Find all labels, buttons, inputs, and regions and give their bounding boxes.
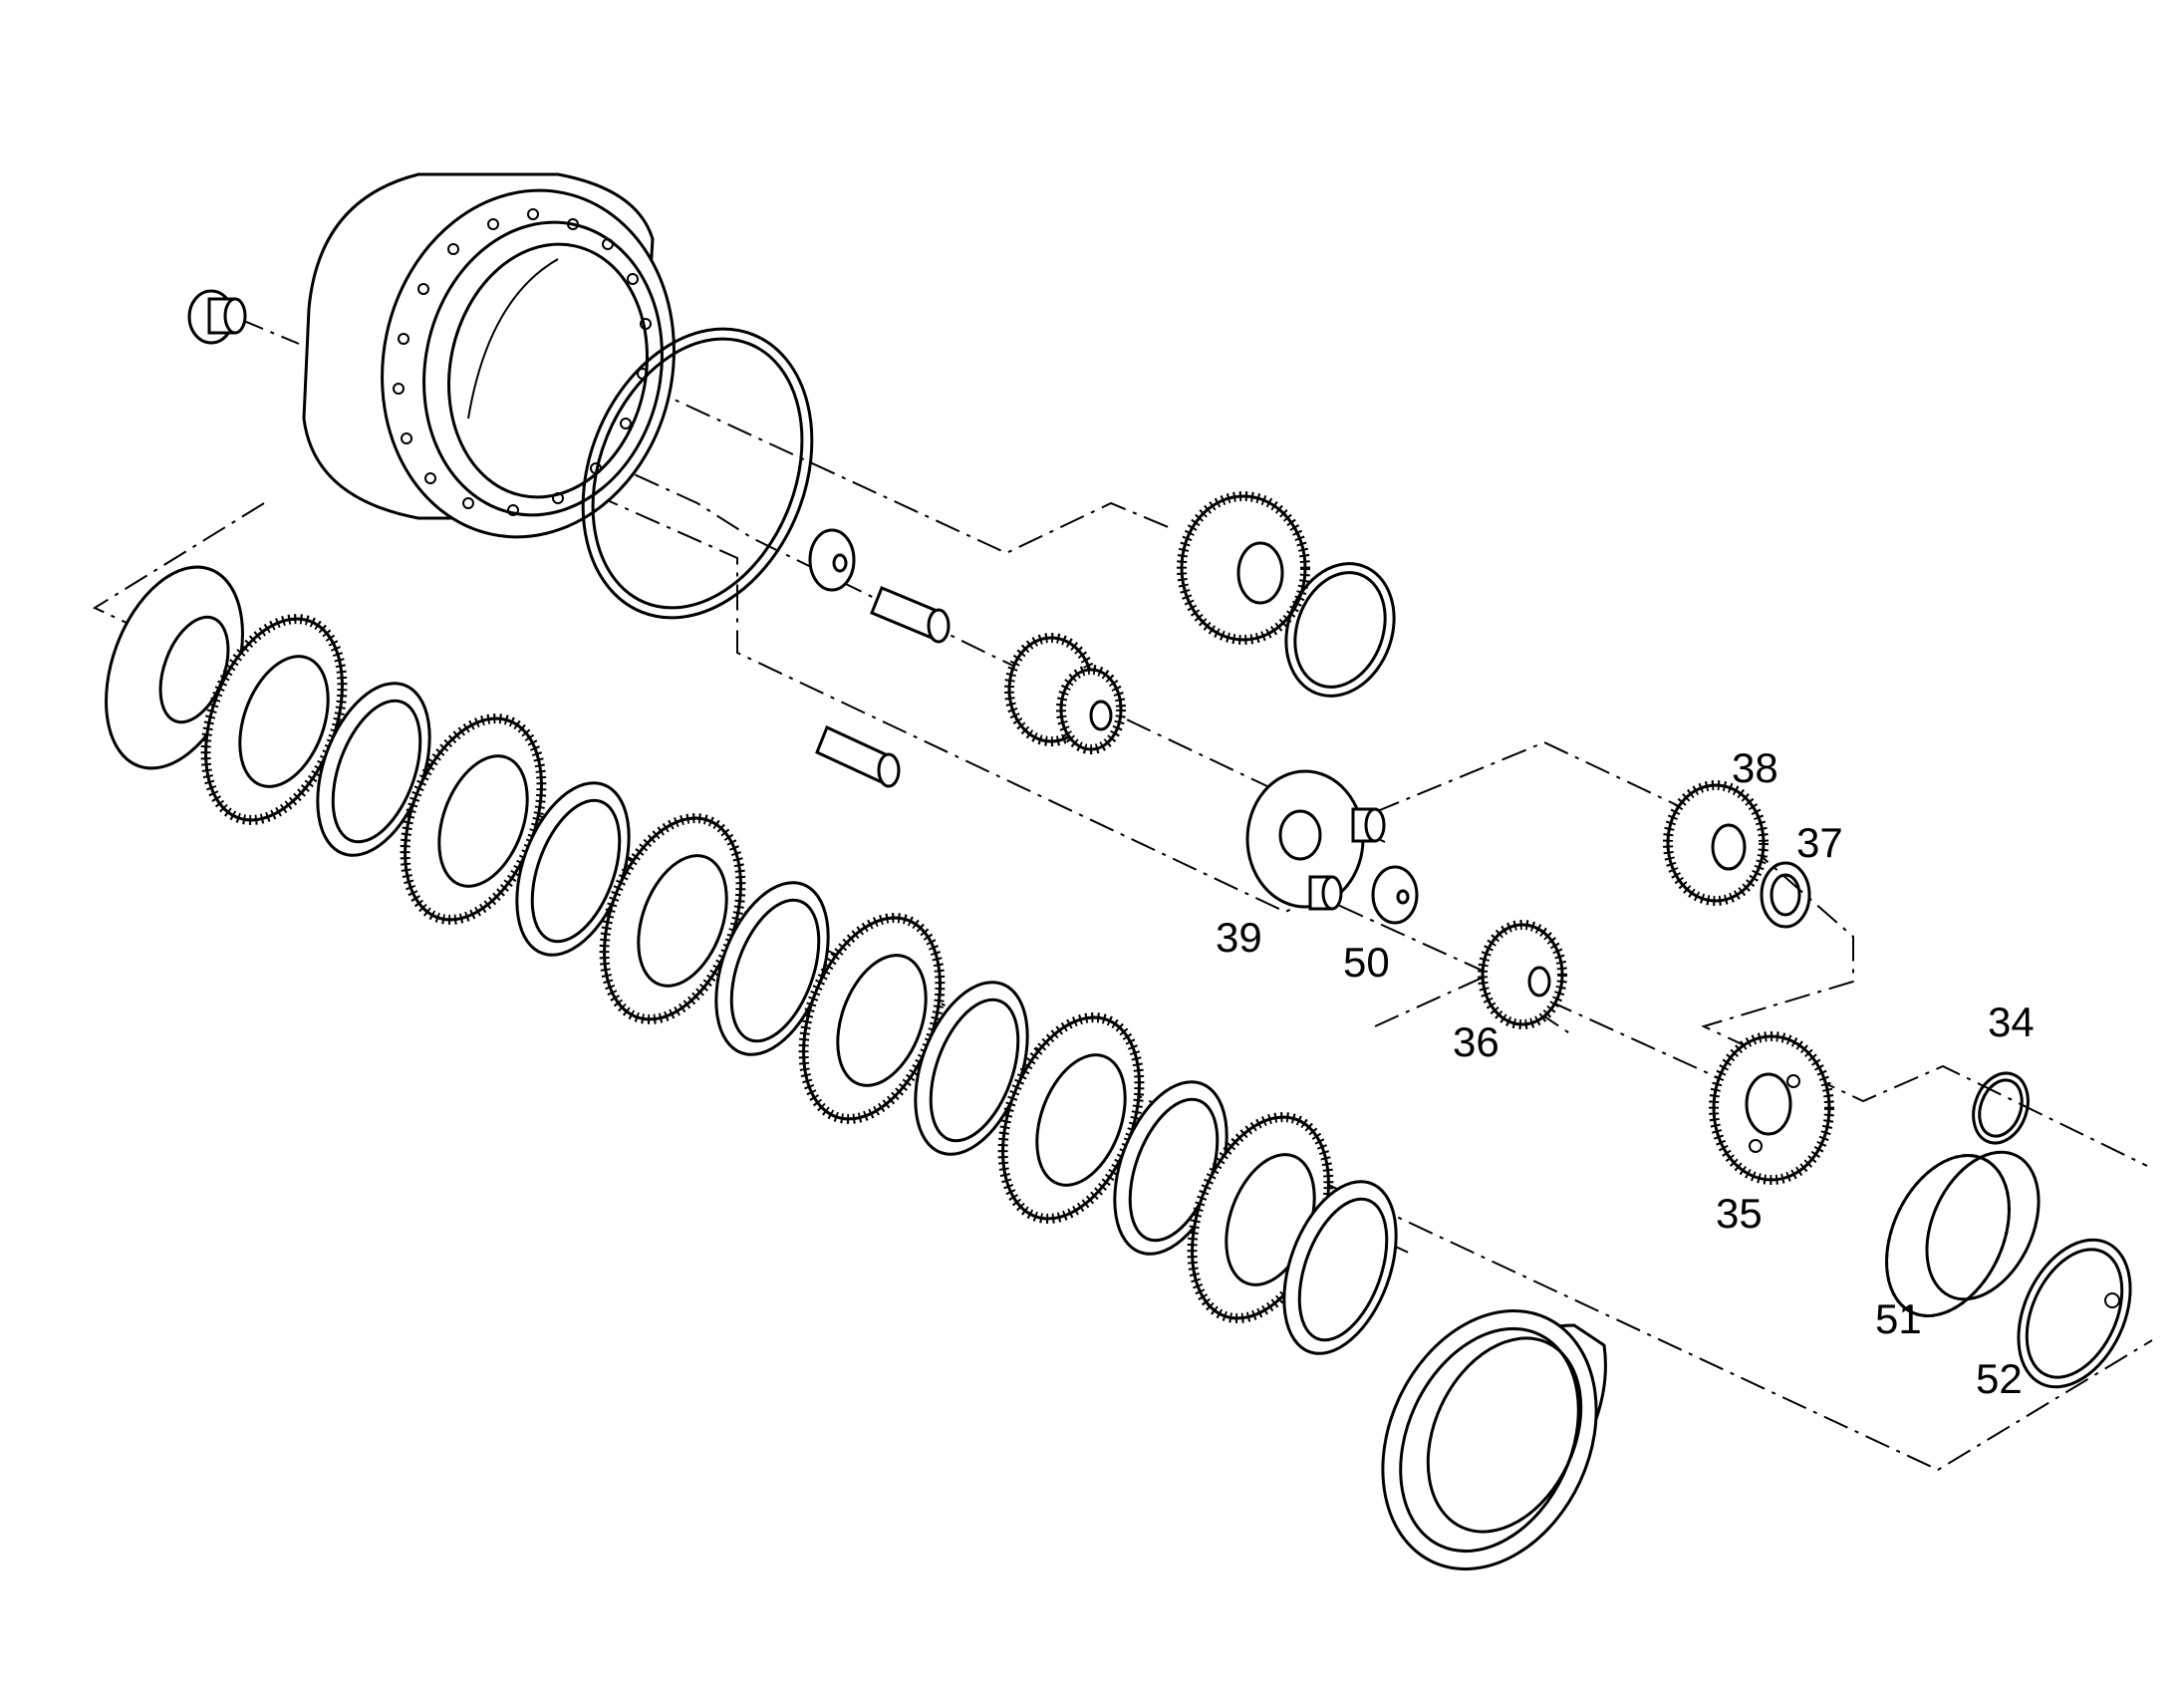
part-labels: 38 37 39 50 36 34 35 51 52 (1216, 744, 2035, 1402)
part-label-34: 34 (1988, 998, 2035, 1045)
thrust-washer (808, 528, 856, 592)
part-label-38: 38 (1732, 744, 1778, 791)
steel-disc (1282, 1180, 1398, 1355)
snap-ring-34 (1972, 1071, 2030, 1145)
pressure-ring (1381, 1309, 1607, 1570)
part-label-35: 35 (1716, 1190, 1763, 1237)
steel-disc (316, 682, 431, 857)
sleeve-51 (1885, 1150, 2041, 1317)
planet-pin-upper (870, 586, 951, 644)
ring-37 (1760, 861, 1811, 929)
planet-gear-upper (1177, 491, 1310, 645)
part-label-36: 36 (1453, 1018, 1500, 1065)
housing-bolt-holes (393, 208, 652, 516)
retaining-ring-upper (1284, 562, 1396, 698)
part-label-51: 51 (1875, 1295, 1922, 1342)
disc-stack (105, 565, 1607, 1570)
planet-gear-38 (1663, 780, 1769, 906)
sun-gear-36 (1478, 920, 1567, 1029)
washer-50 (1371, 865, 1419, 925)
circlip-52 (2017, 1238, 2132, 1389)
plug-screw (187, 289, 247, 345)
part-label-50: 50 (1343, 939, 1390, 986)
planet-carrier-gear-35 (1709, 1031, 1834, 1185)
sun-gear-shaft (1004, 633, 1126, 754)
part-label-37: 37 (1796, 819, 1843, 866)
o-ring (581, 327, 814, 620)
part-label-52: 52 (1976, 1355, 2023, 1402)
planet-pin-lower (815, 724, 901, 788)
planet-carrier (1245, 769, 1386, 911)
part-label-39: 39 (1216, 914, 1262, 961)
